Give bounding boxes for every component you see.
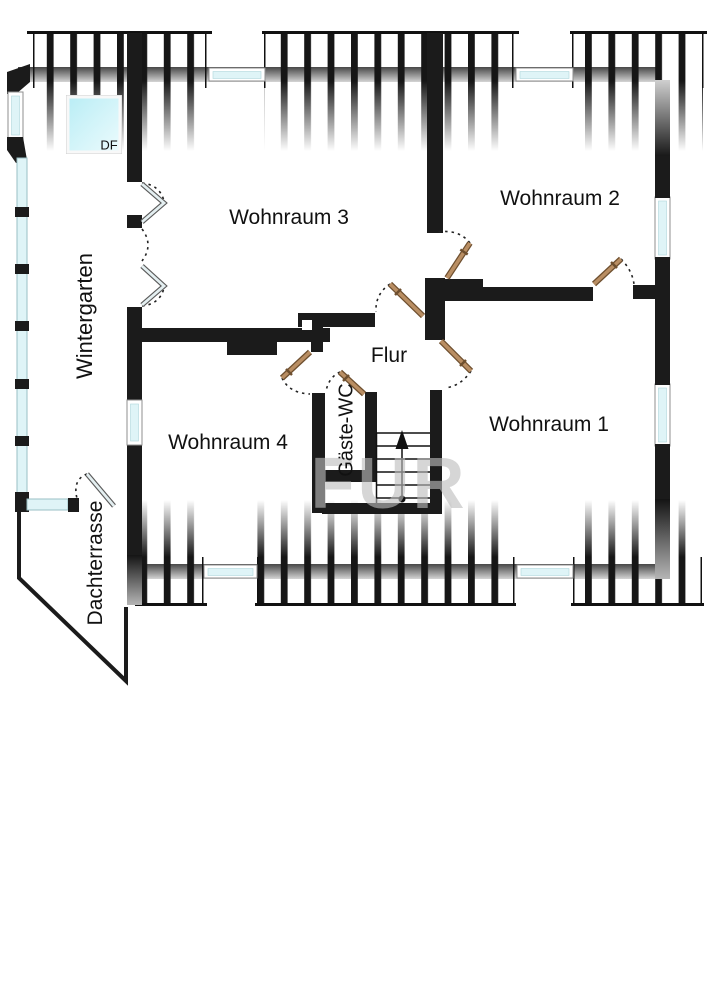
interior-walls	[127, 33, 655, 605]
doors-wood	[279, 241, 624, 397]
roof-window-df	[66, 95, 122, 154]
windows	[203, 67, 671, 579]
door-leaf	[279, 349, 313, 381]
doors-glass	[85, 182, 168, 508]
door-leaf	[387, 281, 426, 319]
door-leaf	[444, 241, 473, 280]
stair-up-arrow-icon	[395, 430, 409, 449]
door-leaf	[438, 338, 474, 374]
terrace-outline	[17, 512, 128, 686]
window	[126, 399, 143, 446]
window	[654, 383, 671, 447]
window	[203, 564, 258, 579]
roof-hatch-top	[27, 31, 707, 151]
door-arcs	[75, 182, 635, 503]
outer-wall-right	[655, 80, 670, 579]
door-leaf	[591, 256, 624, 287]
wintergarten-facade	[7, 64, 79, 512]
roof-hatch-bottom	[135, 500, 704, 606]
window	[516, 564, 574, 579]
window	[654, 196, 671, 260]
door-leaf	[337, 369, 367, 397]
stairs	[375, 430, 430, 503]
window	[515, 67, 574, 82]
window	[208, 67, 266, 82]
